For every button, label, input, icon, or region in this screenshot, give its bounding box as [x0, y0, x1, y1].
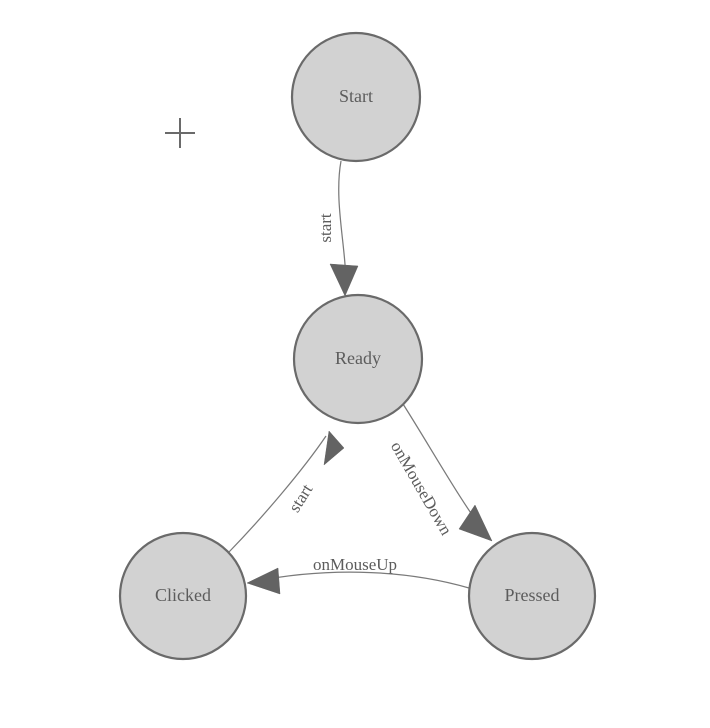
edge-label-pressed-to-clicked: onMouseUp	[313, 555, 397, 574]
edge-line-clicked-to-ready	[228, 435, 327, 553]
state-node-label-clicked: Clicked	[155, 585, 211, 605]
state-node-label-ready: Ready	[335, 348, 381, 368]
state-node-start[interactable]: Start	[290, 31, 422, 163]
edge-label-ready-to-pressed: onMouseDown	[387, 438, 456, 539]
arrowhead-icon-clicked-to-ready	[323, 430, 345, 466]
arrowhead-icon-start-to-ready	[329, 263, 359, 297]
edge-label-start-to-ready: start	[316, 213, 335, 243]
arrowhead-icon-ready-to-pressed	[458, 504, 493, 542]
state-node-label-start: Start	[339, 86, 373, 106]
edge-clicked-to-ready[interactable]: start	[228, 430, 345, 553]
edge-start-to-ready[interactable]: start	[316, 160, 359, 297]
markers-layer	[165, 118, 195, 148]
state-node-circle-start	[290, 31, 422, 163]
state-node-pressed[interactable]: Pressed	[467, 531, 597, 661]
state-node-circle-clicked	[118, 531, 248, 661]
edge-ready-to-pressed[interactable]: onMouseDown	[387, 403, 493, 542]
state-node-circle-pressed	[467, 531, 597, 661]
state-node-ready[interactable]: Ready	[292, 293, 424, 425]
edge-label-clicked-to-ready: start	[285, 480, 317, 515]
state-node-clicked[interactable]: Clicked	[118, 531, 248, 661]
edge-line-pressed-to-clicked	[251, 571, 470, 589]
state-node-circle-ready	[292, 293, 424, 425]
edge-pressed-to-clicked[interactable]: onMouseUp	[246, 555, 470, 595]
state-node-label-pressed: Pressed	[505, 585, 560, 605]
arrowhead-icon-pressed-to-clicked	[246, 567, 281, 595]
crosshair-marker[interactable]	[165, 118, 195, 148]
